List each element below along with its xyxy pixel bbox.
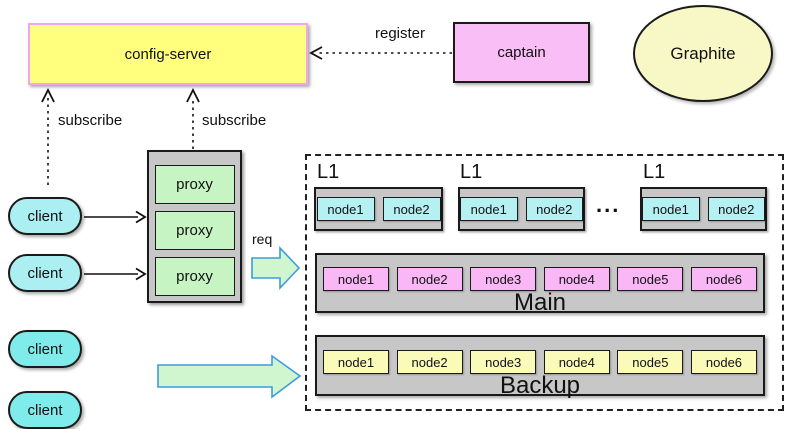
l1-node: node1 [642, 197, 700, 221]
main-cluster-title: Main [513, 289, 567, 316]
register-edge-label: register [374, 25, 426, 42]
register-arrow [309, 46, 452, 60]
captain-box: captain [453, 22, 590, 83]
l1-group-box-1: node1 node2 [314, 187, 443, 231]
backup-block-arrow [157, 354, 302, 399]
l1-title-3: L1 [643, 161, 666, 183]
client-label: client [27, 264, 63, 282]
client-box-2: client [8, 254, 82, 292]
subscribe-client-arrow [41, 87, 55, 185]
main-node: node1 [323, 267, 389, 291]
backup-node: node6 [690, 350, 757, 374]
graphite-ellipse: Graphite [633, 5, 773, 102]
l1-node: node1 [316, 197, 375, 221]
client-label: client [27, 207, 63, 225]
client2-proxy-arrow [84, 267, 147, 281]
captain-label: captain [497, 44, 546, 61]
l1-node: node2 [525, 197, 583, 221]
config-server-label: config-server [124, 45, 212, 63]
req-block-arrow [251, 245, 301, 291]
l1-node: node2 [382, 197, 441, 221]
req-edge-label: req [252, 231, 273, 247]
main-node: node5 [617, 267, 684, 291]
backup-cluster-box: node1 node2 node3 node4 node5 node6 Back… [315, 335, 765, 399]
proxy-group-box: proxy proxy proxy [147, 150, 242, 303]
main-node: node2 [396, 267, 463, 291]
subscribe-client-edge-label: subscribe [58, 112, 123, 129]
backup-node: node2 [396, 350, 463, 374]
l1-ellipsis: ... [596, 192, 621, 217]
config-server-box: config-server [28, 23, 308, 85]
client1-proxy-arrow [84, 210, 147, 224]
l1-node: node2 [707, 197, 765, 221]
l1-group-box-3: node1 node2 [640, 187, 767, 231]
l1-group-box-2: node1 node2 [458, 187, 585, 231]
subscribe-proxy-edge-label: subscribe [202, 112, 267, 129]
l1-title-1: L1 [317, 161, 340, 183]
client-label: client [27, 401, 63, 419]
backup-cluster-title: Backup [499, 372, 581, 399]
main-cluster-box: node1 node2 node3 node4 node5 node6 Main [315, 253, 765, 316]
client-box-3: client [8, 330, 82, 368]
proxy-box-3: proxy [154, 257, 235, 296]
backup-node: node1 [323, 350, 389, 374]
proxy-box-1: proxy [154, 165, 235, 204]
client-box-4: client [8, 391, 82, 429]
main-node: node3 [470, 267, 537, 291]
l1-title-2: L1 [460, 161, 483, 183]
backup-node: node4 [543, 350, 610, 374]
graphite-label: Graphite [670, 43, 736, 63]
backup-node: node5 [617, 350, 684, 374]
main-node: node6 [690, 267, 757, 291]
subscribe-proxy-arrow [186, 87, 200, 149]
main-node: node4 [543, 267, 610, 291]
proxy-box-2: proxy [154, 211, 235, 250]
client-box-1: client [8, 197, 82, 235]
backup-node: node3 [470, 350, 537, 374]
backup-node-row: node1 node2 node3 node4 node5 node6 [317, 350, 763, 374]
client-label: client [27, 340, 63, 358]
l1-node: node1 [460, 197, 518, 221]
main-node-row: node1 node2 node3 node4 node5 node6 [317, 267, 763, 291]
